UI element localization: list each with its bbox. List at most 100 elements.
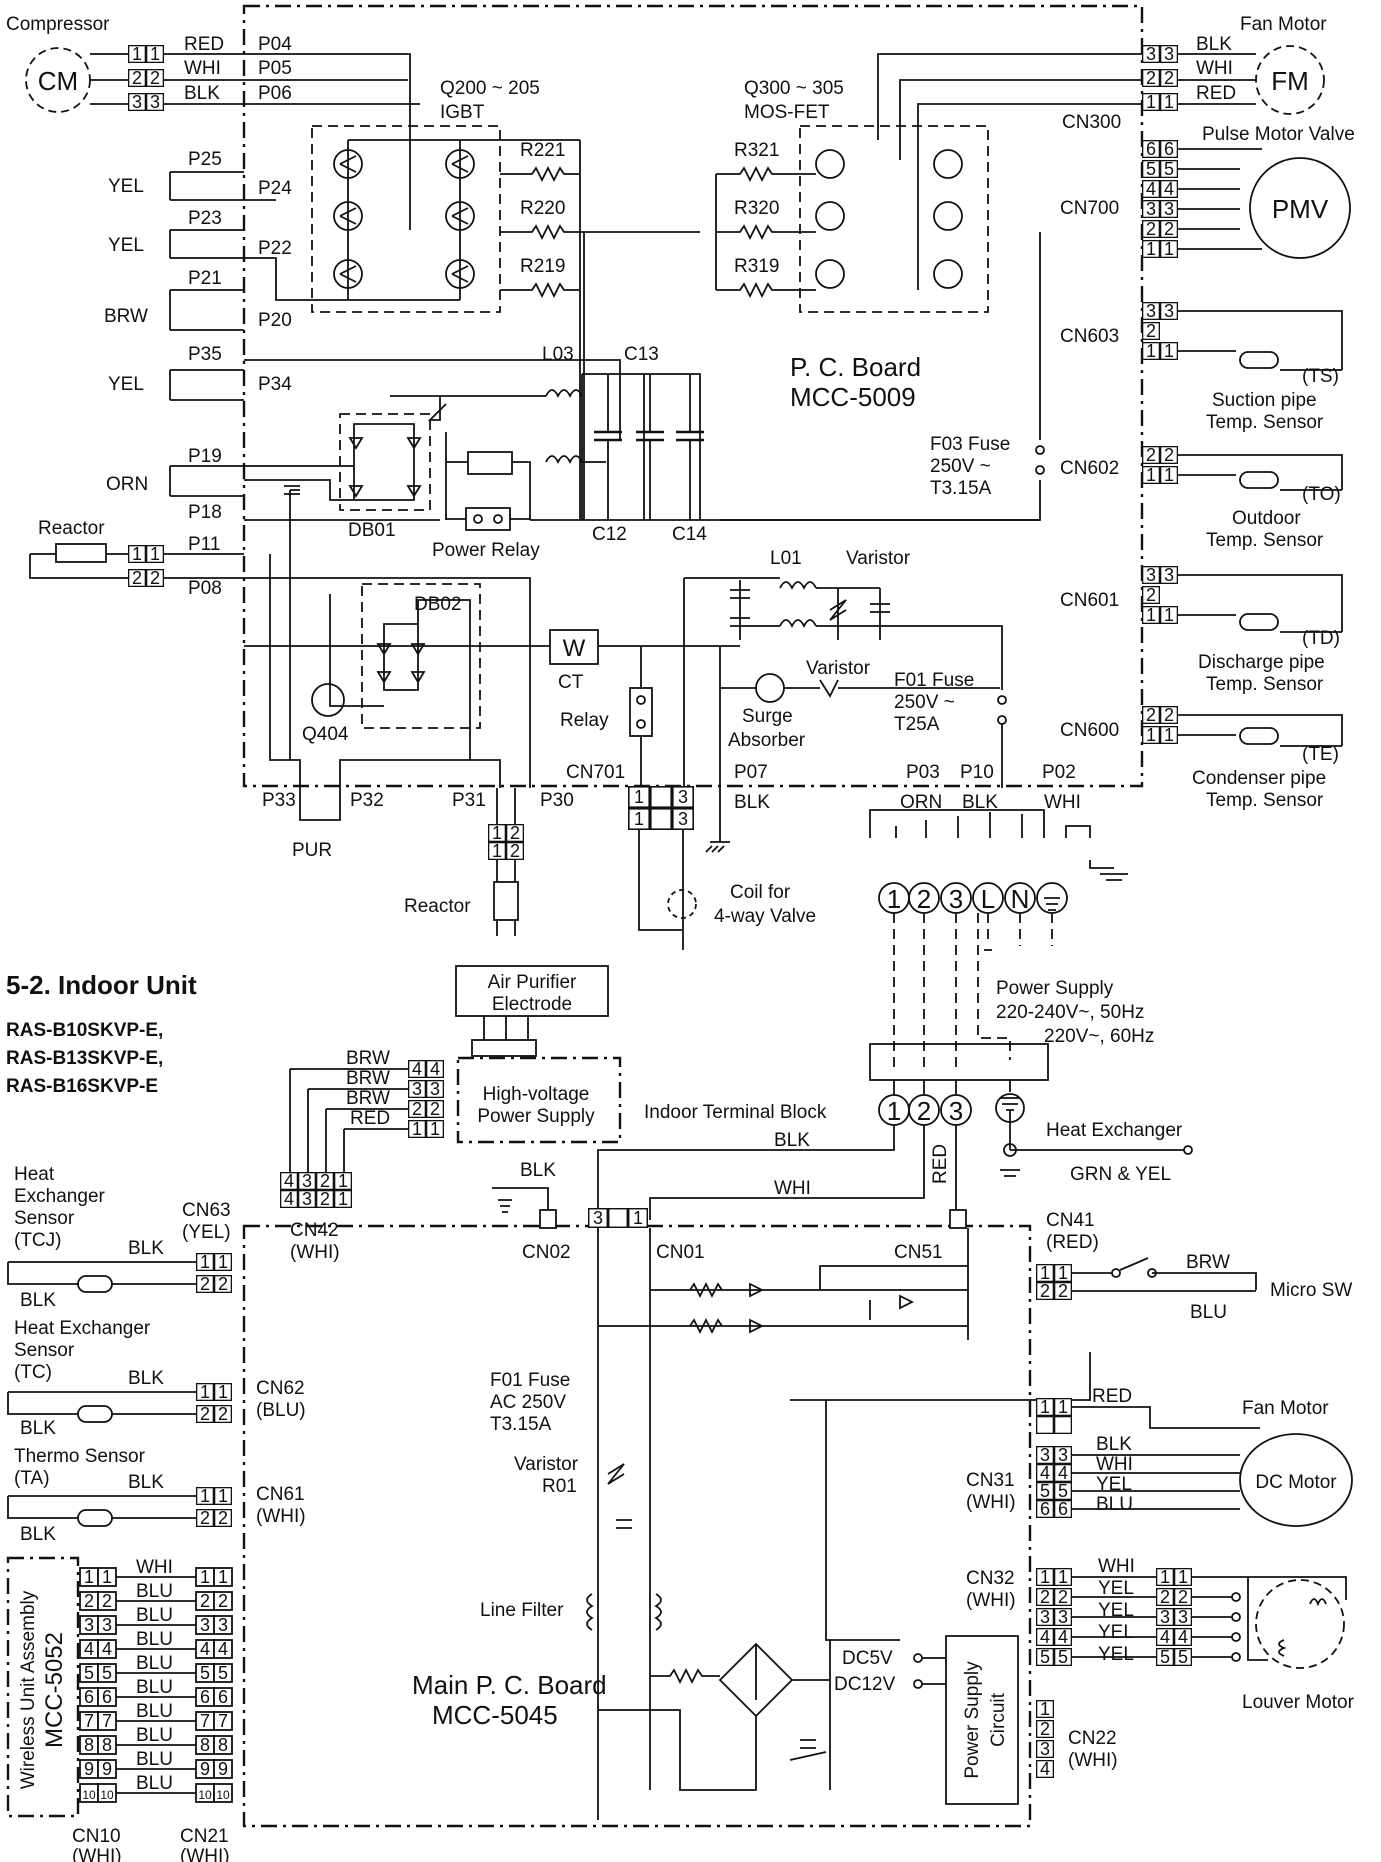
outdoor-board-model: MCC-5009 xyxy=(790,382,916,412)
svg-text:3: 3 xyxy=(1058,1607,1068,1627)
svg-text:6: 6 xyxy=(1058,1499,1068,1519)
svg-text:7: 7 xyxy=(200,1711,210,1731)
compressor-wire-2: WHI xyxy=(184,58,221,79)
svg-text:3: 3 xyxy=(150,92,160,112)
cn01-label: CN01 xyxy=(656,1242,705,1263)
svg-text:8: 8 xyxy=(200,1735,210,1755)
power-supply-line2: 220-240V~, 50Hz xyxy=(996,1002,1144,1023)
svg-text:10: 10 xyxy=(100,1788,114,1802)
sensor-td-line1: Discharge pipe xyxy=(1198,652,1325,673)
svg-text:3: 3 xyxy=(200,1615,210,1635)
svg-text:5: 5 xyxy=(218,1663,228,1683)
compressor-wire-3: BLK xyxy=(184,83,220,104)
svg-text:1: 1 xyxy=(430,1119,440,1139)
wireless-wire-1: WHI xyxy=(136,1557,173,1578)
db02-module xyxy=(361,583,481,729)
inductor-l01: L01 xyxy=(770,548,802,569)
ta-wire-blk-2: BLK xyxy=(20,1524,56,1545)
hv-wire-3: BRW xyxy=(346,1088,390,1109)
power-supply-line3: 220V~, 60Hz xyxy=(1044,1026,1154,1047)
svg-text:5: 5 xyxy=(1178,1647,1188,1667)
svg-text:3: 3 xyxy=(949,1096,963,1126)
tc-line2: Sensor xyxy=(14,1340,75,1361)
svg-text:6: 6 xyxy=(1040,1499,1050,1519)
svg-text:2: 2 xyxy=(150,568,160,588)
svg-text:2: 2 xyxy=(218,1404,228,1424)
svg-text:1: 1 xyxy=(218,1382,228,1402)
svg-text:1: 1 xyxy=(338,1171,348,1191)
ta-line2: (TA) xyxy=(14,1468,50,1489)
sensor-te-line2: Temp. Sensor xyxy=(1206,790,1324,811)
svg-text:9: 9 xyxy=(200,1759,210,1779)
ct-symbol xyxy=(549,629,599,665)
pin-p05: P05 xyxy=(258,58,292,79)
svg-text:3: 3 xyxy=(1164,565,1174,585)
sensor-ts-code: (TS) xyxy=(1302,366,1339,387)
svg-text:3: 3 xyxy=(132,92,142,112)
indoor-terminal-block: 1 2 3 xyxy=(878,1094,972,1126)
inductor-l03: L03 xyxy=(542,344,574,365)
surge-label-2: Absorber xyxy=(728,730,806,751)
hv-wire-2: BRW xyxy=(346,1068,390,1089)
svg-text:1: 1 xyxy=(218,1486,228,1506)
pin-p06: P06 xyxy=(258,83,292,104)
svg-text:3: 3 xyxy=(1160,1607,1170,1627)
svg-text:5: 5 xyxy=(1160,1647,1170,1667)
reactor2-symbol xyxy=(493,881,519,921)
cn600-label: CN600 xyxy=(1060,720,1119,741)
svg-text:1: 1 xyxy=(1164,605,1174,625)
svg-text:2: 2 xyxy=(200,1274,210,1294)
line-filter-label: Line Filter xyxy=(480,1600,564,1621)
sensor-ts-line1: Suction pipe xyxy=(1212,390,1317,411)
svg-text:4: 4 xyxy=(1058,1463,1068,1483)
tcj-wire-blk-2: BLK xyxy=(20,1290,56,1311)
svg-text:2: 2 xyxy=(218,1591,228,1611)
indoor-fan-title: Fan Motor xyxy=(1242,1398,1329,1419)
louver-wire-5: YEL xyxy=(1098,1644,1134,1665)
svg-text:6: 6 xyxy=(1164,139,1174,159)
varistor-label-2: Varistor xyxy=(806,658,871,679)
indoor-fan-wire-1: RED xyxy=(1092,1386,1132,1407)
wireless-wire-2: BLU xyxy=(136,1581,173,1602)
wire-blk-cn02: BLK xyxy=(520,1160,556,1181)
indoor-fan-wire-2: BLK xyxy=(1096,1434,1132,1455)
sensor-td-line2: Temp. Sensor xyxy=(1206,674,1324,695)
svg-text:3: 3 xyxy=(1040,1445,1050,1465)
svg-text:3: 3 xyxy=(218,1615,228,1635)
wireless-wire-9: BLU xyxy=(136,1749,173,1770)
resistor-r221: R221 xyxy=(520,140,565,161)
cn300-label: CN300 xyxy=(1062,112,1121,133)
svg-text:4: 4 xyxy=(84,1639,94,1659)
svg-text:2: 2 xyxy=(1160,1587,1170,1607)
svg-text:5: 5 xyxy=(102,1663,112,1683)
cn63-color: (YEL) xyxy=(182,1222,231,1243)
pin-p35: P35 xyxy=(188,344,222,365)
cn601-label: CN601 xyxy=(1060,590,1119,611)
f01-line3: T25A xyxy=(894,714,940,735)
micro-sw-label: Micro SW xyxy=(1270,1280,1352,1301)
compressor-wire-1: RED xyxy=(184,34,224,55)
pin-p02: P02 xyxy=(1042,762,1076,783)
svg-text:1: 1 xyxy=(412,1119,422,1139)
svg-text:1: 1 xyxy=(150,544,160,564)
cn31-color: (WHI) xyxy=(966,1492,1016,1513)
svg-text:9: 9 xyxy=(102,1759,112,1779)
q404-label: Q404 xyxy=(302,724,349,745)
svg-text:4: 4 xyxy=(1164,179,1174,199)
svg-text:2: 2 xyxy=(510,823,520,843)
wireless-wire-6: BLU xyxy=(136,1677,173,1698)
pmv-title: Pulse Motor Valve xyxy=(1202,124,1355,145)
pin-p30: P30 xyxy=(540,790,574,811)
f01-line2: 250V ~ xyxy=(894,692,955,713)
svg-text:2: 2 xyxy=(1146,705,1156,725)
tcj-line2: Exchanger xyxy=(14,1186,106,1207)
cn22-connector: 1 2 3 4 xyxy=(1036,1699,1054,1779)
fan-wire-1: BLK xyxy=(1196,34,1232,55)
svg-text:2: 2 xyxy=(200,1591,210,1611)
